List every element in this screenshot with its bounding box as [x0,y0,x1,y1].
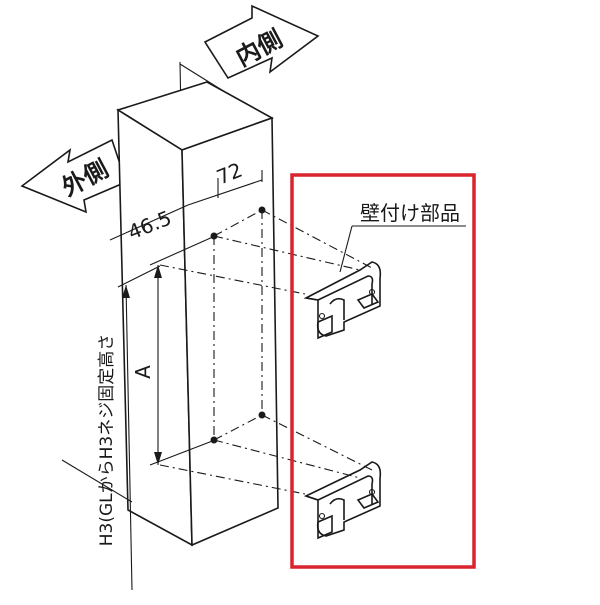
dimension-a: A [131,235,216,466]
post-front-face [117,108,193,547]
wall-parts-label: 壁付け部品 [360,201,460,225]
upper-bracket [303,261,382,340]
dimension-height: H3(GLからH3ネジ固定高さ [61,265,161,591]
lower-bracket [303,461,382,540]
dimension-a-label: A [131,365,155,379]
wall-parts-highlight [290,173,476,569]
post [116,61,279,547]
bolt-holes [159,206,373,495]
post-side-face [181,116,279,547]
inside-arrow: 内側 [203,4,320,80]
inside-arrow-icon [203,4,320,80]
wall-parts-callout: 壁付け部品 [339,201,466,273]
outside-arrow: 外側 [20,138,127,214]
height-note: H3(GLからH3ネジ固定高さ [97,334,117,546]
